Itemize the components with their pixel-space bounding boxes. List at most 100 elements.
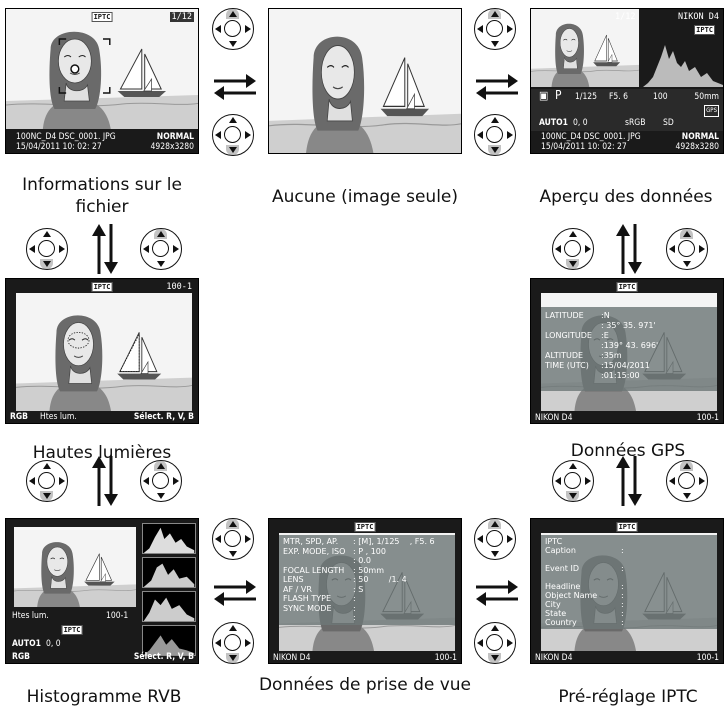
multi-selector-icon — [212, 114, 254, 156]
data-row-label: MTR, SPD, AP. — [283, 537, 339, 546]
caption-file-info: Informations sur le fichier — [22, 175, 182, 217]
data-row-label: LENS — [283, 575, 304, 584]
wb-adjust: 0, 0 — [573, 118, 588, 128]
iptc-field-colon: : — [621, 609, 624, 618]
iptc-field-colon: : — [621, 564, 624, 573]
wb-value: AUTO1 — [12, 639, 41, 649]
multi-selector-icon — [212, 8, 254, 50]
iptc-badge: IPTC — [61, 625, 83, 635]
multi-selector-icon — [26, 228, 68, 270]
swap-arrows-icon — [214, 74, 256, 100]
exposure-mode: P — [555, 88, 562, 102]
iptc-badge: IPTC — [616, 522, 638, 532]
data-row-value: : P , 100 — [353, 546, 386, 556]
data-row-value: : 50 /1. 4 — [353, 575, 407, 584]
iptc-field-colon: : — [621, 600, 624, 609]
multi-selector-icon — [26, 460, 68, 502]
data-row-label: ALTITUDE — [545, 351, 584, 360]
swap-arrows-icon — [476, 580, 518, 606]
data-row-label: LONGITUDE — [545, 331, 592, 340]
data-row-value: :N — [601, 311, 610, 320]
screen-rgb-histogram: Htes lum. 100-1 IPTC AUTO1 0, 0 RGB Séle… — [5, 518, 199, 664]
rgb-label: RGB — [12, 652, 30, 662]
iptc-badge: IPTC — [694, 25, 715, 35]
data-row-value: : 50mm — [353, 565, 385, 575]
iptc-field-label: Headline — [545, 582, 581, 591]
file-folder: 100NC_D4 DSC_0001. JPG — [16, 132, 116, 142]
screen-overview: 1/12 NIKON D4 IPTC ▣ P 1/125 F5. 6 100 5… — [530, 8, 724, 154]
caption-iptc-preset: Pré-réglage IPTC — [558, 687, 698, 707]
data-row-value: : — [353, 613, 356, 622]
data-row-value: :01:15:00 — [601, 371, 640, 380]
file-datetime: 15/04/2011 10: 02: 27 — [16, 142, 102, 152]
caption-rgb-histogram: Histogramme RVB — [26, 687, 182, 707]
screen-highlights: IPTC 100-1 RGB Htes lum. Sélect. R, V, B — [5, 278, 199, 424]
iptc-badge: IPTC — [616, 282, 638, 292]
data-row-label: AF / VR — [283, 584, 312, 594]
iptc-field-label: IPTC — [545, 537, 563, 546]
color-space: sRGB — [625, 118, 646, 128]
iptc-field-colon: : — [621, 582, 624, 591]
multi-selector-icon — [552, 460, 594, 502]
file-quality: NORMAL — [681, 132, 719, 142]
multi-selector-icon — [474, 8, 516, 50]
camera-name: NIKON D4 — [535, 413, 573, 423]
data-row-value: : 0.0 — [353, 556, 371, 565]
aperture: F5. 6 — [609, 92, 628, 102]
iptc-field-label: Caption — [545, 546, 576, 555]
data-row-label: LATITUDE — [545, 311, 584, 320]
histogram-red — [142, 557, 196, 588]
multi-selector-icon — [666, 228, 708, 270]
wb-adjust: 0, 0 — [46, 639, 61, 649]
iptc-field-label: City — [545, 600, 561, 609]
frame-counter: 100-1 — [434, 653, 457, 663]
iptc-badge: IPTC — [91, 282, 113, 292]
data-row-value: :15/04/2011 — [601, 361, 650, 370]
iso-value: 100 — [653, 92, 668, 102]
data-row-value: : — [353, 594, 356, 603]
wb-value: AUTO1 — [539, 118, 568, 128]
data-row-value: :E — [601, 331, 609, 340]
caption-shooting-data: Données de prise de vue — [258, 675, 472, 695]
multi-selector-icon — [552, 228, 594, 270]
multi-selector-icon — [474, 114, 516, 156]
data-row-label: SYNC MODE — [283, 603, 332, 613]
iptc-field-label: Country — [545, 618, 577, 627]
file-size: 4928x3280 — [150, 142, 194, 152]
picture-control: SD — [663, 118, 674, 128]
file-quality: NORMAL — [156, 132, 194, 142]
camera-name: NIKON D4 — [273, 653, 311, 663]
file-size: 4928x3280 — [675, 142, 719, 152]
frame-counter: 1/12 — [615, 12, 636, 22]
highlights-label: Htes lum. — [12, 611, 49, 621]
frame-counter: 100-1 — [696, 653, 719, 663]
caption-highlights: Hautes lumières — [32, 443, 172, 463]
multi-selector-icon — [212, 518, 254, 560]
rgb-label: RGB — [10, 412, 28, 422]
iptc-badge: IPTC — [354, 522, 376, 532]
frame-counter: 1/12 — [169, 12, 194, 22]
caption-gps: Données GPS — [570, 441, 686, 461]
data-row-value: :139° 43. 696' — [601, 341, 659, 350]
histogram-luminance — [142, 523, 196, 554]
iptc-field-colon: : — [621, 546, 624, 555]
data-row-label: EXP. MODE, ISO — [283, 546, 346, 556]
multi-selector-icon — [140, 228, 182, 270]
histogram-green — [142, 591, 196, 622]
data-row-label: TIME (UTC) — [545, 361, 589, 370]
swap-arrows-icon — [616, 224, 642, 274]
swap-arrows-icon — [92, 224, 118, 274]
gps-indicator: GPS — [704, 105, 719, 117]
screen-file-info: IPTC 1/12 100NC_D4 DSC_0001. JPG 15/04/2… — [5, 8, 199, 154]
shutter-speed: 1/125 — [575, 92, 598, 102]
multi-selector-icon — [474, 518, 516, 560]
multi-selector-icon — [474, 622, 516, 664]
frame-counter: 100-1 — [696, 413, 719, 423]
swap-arrows-icon — [214, 580, 256, 606]
data-row-value: : 35° 35. 971' — [601, 321, 656, 330]
data-row-value: :35m — [601, 351, 622, 360]
data-row-value: : — [353, 603, 356, 613]
data-row-label: FLASH TYPE — [283, 594, 332, 603]
camera-name: NIKON D4 — [678, 12, 719, 22]
